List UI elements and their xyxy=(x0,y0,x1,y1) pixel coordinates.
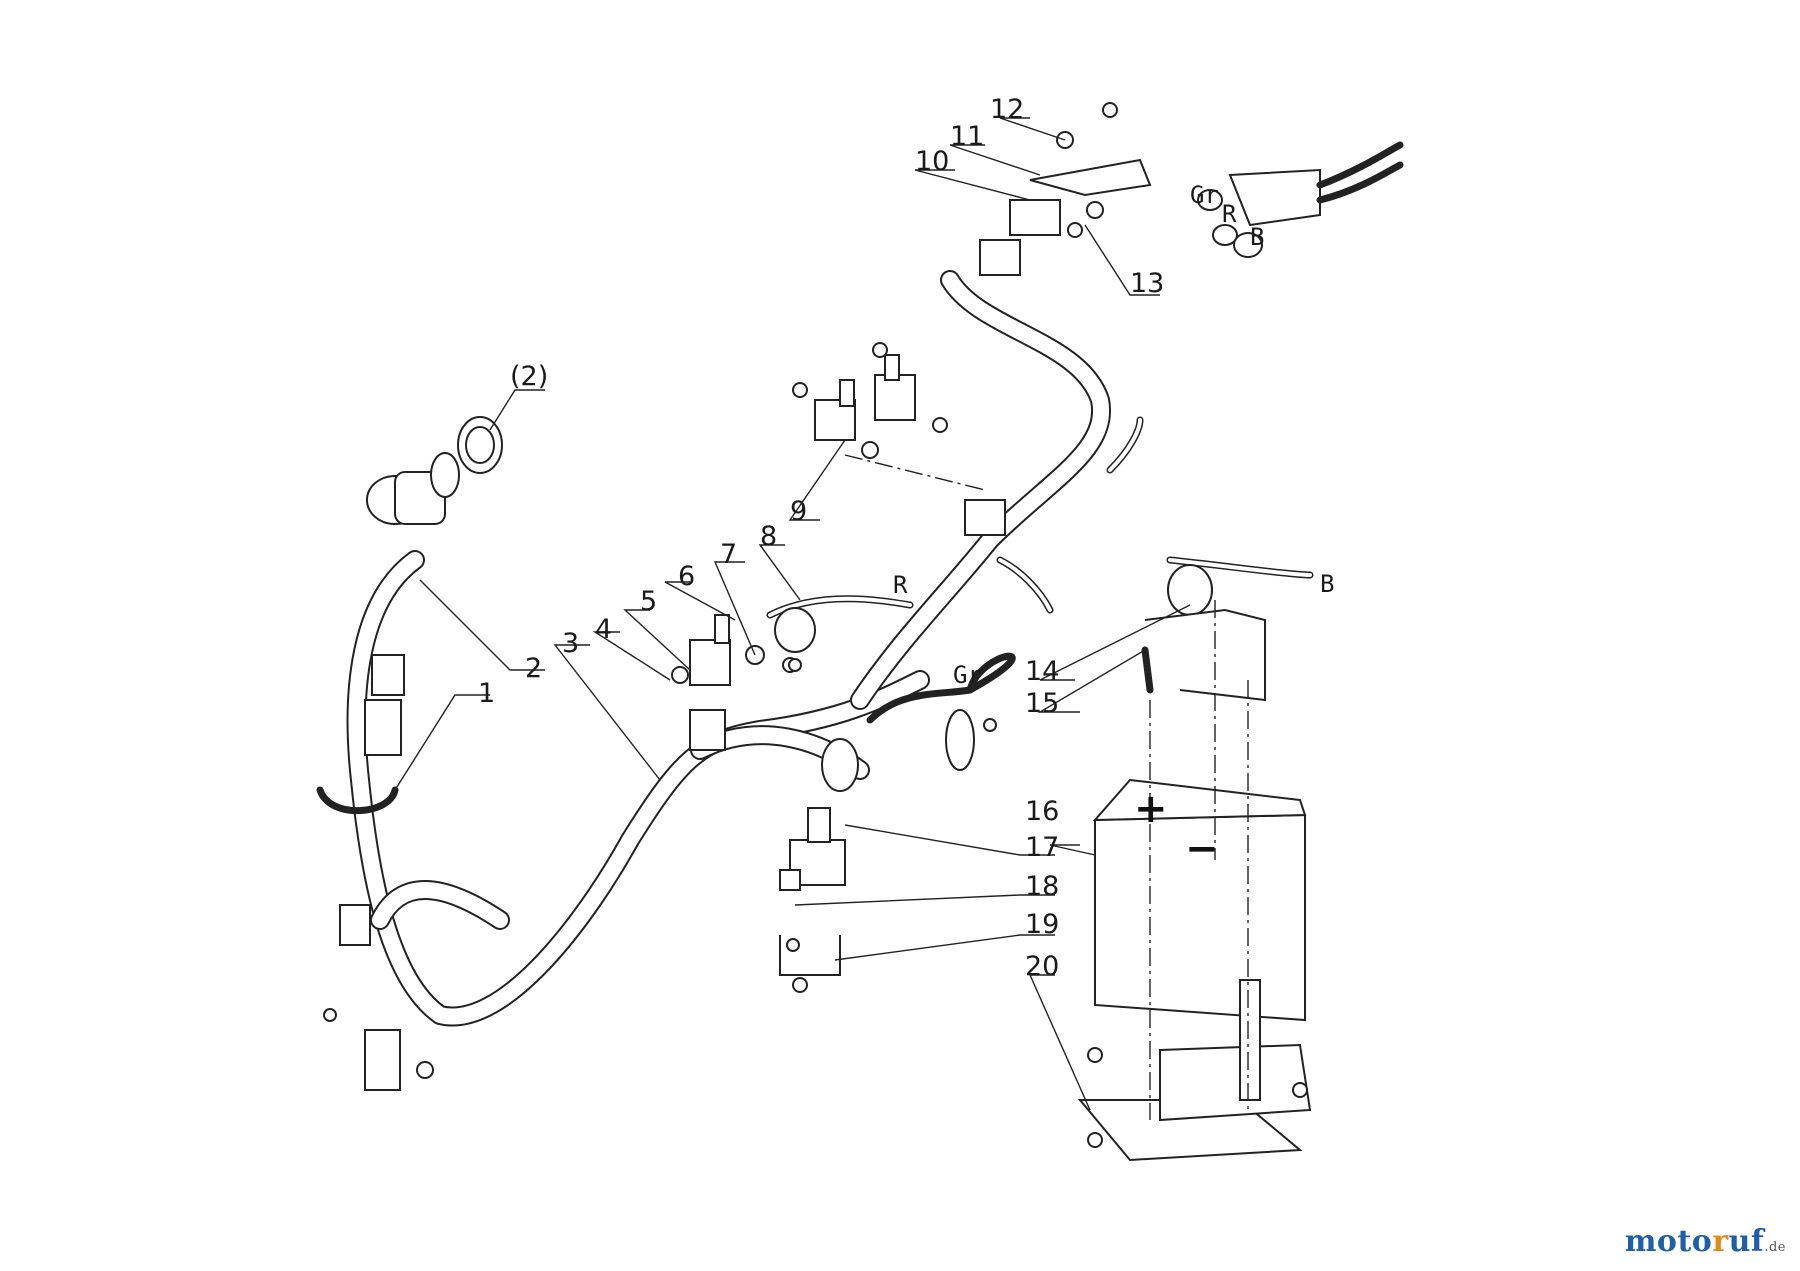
negative-terminal-symbol: − xyxy=(1185,826,1219,872)
inset-connector xyxy=(1197,141,1404,258)
wire-label-red: R xyxy=(893,571,908,599)
callout-4: 4 xyxy=(595,614,612,645)
callout-8: 8 xyxy=(760,521,777,552)
callout-19: 19 xyxy=(1025,909,1059,940)
wire-label-green: Gr xyxy=(953,661,982,689)
positive-terminal-symbol: + xyxy=(1134,786,1168,832)
callout-2: 2 xyxy=(525,653,542,684)
inset-label-black: B xyxy=(1250,223,1264,251)
top-connector-assembly xyxy=(979,102,1152,276)
callout-17: 17 xyxy=(1025,832,1059,863)
callout-7: 7 xyxy=(720,539,737,570)
inset-label-green: Gr xyxy=(1190,181,1219,209)
callout-1: 1 xyxy=(478,678,495,709)
callout-16: 16 xyxy=(1025,796,1059,827)
callout-labels: 1 2 3 4 5 6 7 8 9 10 11 12 13 14 15 16 1… xyxy=(478,94,1164,982)
wire-color-labels: R B Gr Gr R B xyxy=(893,181,1334,689)
alignment-lines xyxy=(844,454,1249,1120)
callout-18: 18 xyxy=(1025,871,1059,902)
callout-11: 11 xyxy=(950,121,984,152)
battery-tray xyxy=(1077,979,1312,1162)
callout-5: 5 xyxy=(640,586,657,617)
wire-label-black: B xyxy=(1320,570,1334,598)
starter-relay xyxy=(779,807,846,993)
callout-3: 3 xyxy=(562,628,579,659)
inset-label-red: R xyxy=(1222,200,1237,228)
callout-15: 15 xyxy=(1025,688,1059,719)
ignition-switch xyxy=(366,416,503,525)
battery-leads xyxy=(766,556,1314,792)
battery xyxy=(1092,608,1307,1022)
harness-clamp xyxy=(316,786,399,815)
callout-12: 12 xyxy=(990,94,1024,125)
callout-10: 10 xyxy=(915,146,949,177)
battery-terminal-symbols: + − xyxy=(1134,786,1219,872)
callout-6: 6 xyxy=(678,561,695,592)
watermark-logo: motoruf.de xyxy=(1624,1224,1786,1259)
callout-leaders xyxy=(394,117,1191,1111)
harness-connectors xyxy=(323,654,434,1091)
switch-bracket xyxy=(792,342,1006,536)
callout-14: 14 xyxy=(1025,656,1059,687)
callout-13: 13 xyxy=(1130,268,1164,299)
callout-20: 20 xyxy=(1025,951,1059,982)
callout-2-optional: (2) xyxy=(510,361,548,392)
callout-9: 9 xyxy=(790,496,807,527)
